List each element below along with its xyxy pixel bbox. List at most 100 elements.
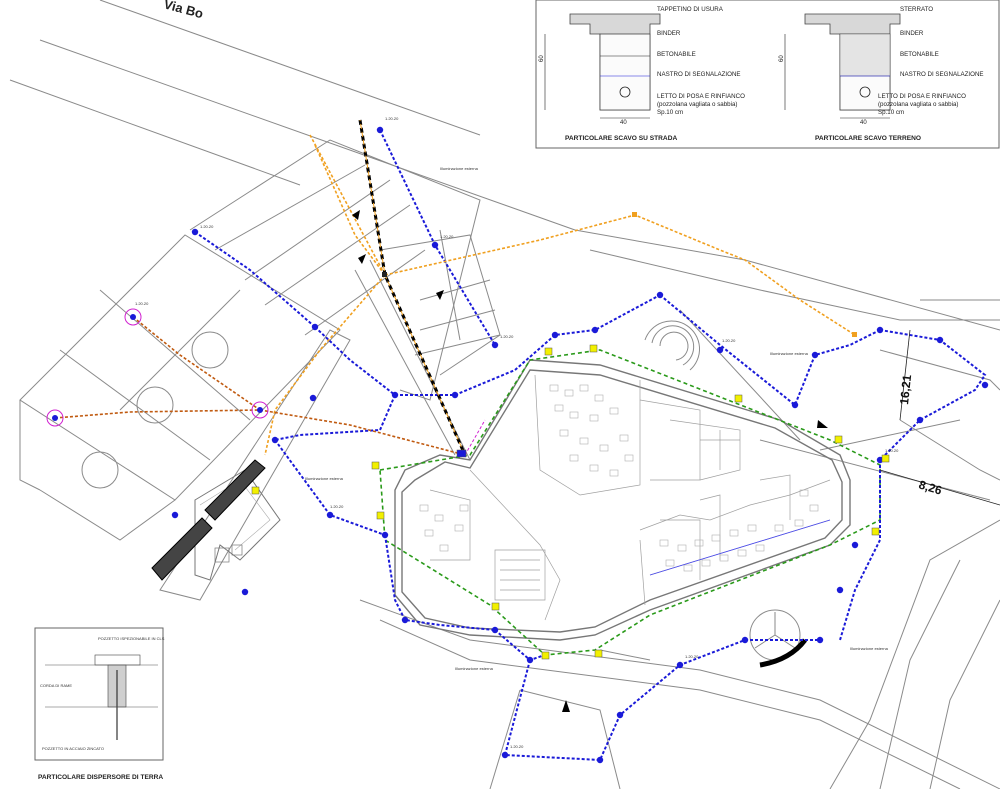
earth-detail-title: PARTICOLARE DISPERSORE DI TERRA: [38, 774, 163, 781]
horizontal-measure: 8,26: [917, 477, 944, 497]
junction-box-icon: [376, 511, 385, 520]
pole-icon: [391, 391, 399, 399]
pole-icon: [376, 126, 384, 134]
pole-icon: [431, 241, 439, 249]
pole-icon: [876, 326, 884, 334]
junction-box-icon: [544, 347, 553, 356]
pole-icon: [381, 531, 389, 539]
road-label-4: LETTO DI POSA E RINFIANCO: [657, 93, 745, 100]
pole-icon: [981, 381, 989, 389]
junction-box-icon: [734, 394, 743, 403]
junction-box-icon: [541, 651, 550, 660]
pole-icon: [876, 456, 884, 464]
pole-icon: [616, 711, 624, 719]
pole-icon: [591, 326, 599, 334]
pole-icon: [130, 314, 136, 320]
road-label-6: Sp.10 cm: [657, 109, 683, 116]
pole-icon: [309, 394, 317, 402]
junction-box-icon: [491, 602, 500, 611]
pole-icon: [257, 407, 263, 413]
pole-icon: [526, 656, 534, 664]
road-label-5: (pozzolana vagliata o sabbia): [657, 101, 738, 108]
pole-label: 1.20.20: [200, 224, 214, 229]
pole-caption: Illuminazione esterna: [440, 166, 479, 171]
light-poles: [171, 126, 989, 764]
earth-label-0: POZZETTO ISPEZIONABILE IN CLS: [98, 636, 165, 641]
pole-label: 1.20.20: [722, 338, 736, 343]
junction-box-icon: [834, 435, 843, 444]
arrow-icon: [436, 290, 444, 300]
junction-box-icon: [371, 461, 380, 470]
pole-icon: [551, 331, 559, 339]
road-detail-title: PARTICOLARE SCAVO SU STRADA: [565, 135, 677, 142]
building-interior: [429, 374, 831, 621]
pole-icon: [811, 351, 819, 359]
black-curb: [759, 638, 807, 668]
pole-icon: [936, 336, 944, 344]
arrow-icon: [817, 420, 828, 428]
ground-label-2: BETONABILE: [900, 51, 939, 58]
pole-icon: [401, 616, 409, 624]
ground-label-1: BINDER: [900, 30, 924, 37]
earth-label-1: CORDA DI RAME: [40, 683, 72, 688]
pole-caption: Illuminazione esterna: [305, 476, 344, 481]
orange-nodes: [382, 212, 857, 337]
pole-label: 1.20.20: [510, 744, 524, 749]
arrow-icon: [352, 210, 360, 220]
pole-icon: [656, 291, 664, 299]
road-label-2: BETONABILE: [657, 51, 696, 58]
dark-block: [204, 459, 266, 521]
junction-box-icon: [871, 527, 880, 536]
depth-dim: 60: [539, 55, 545, 62]
sports-field-poles: [46, 308, 269, 427]
pole-label: 1.20.20: [385, 116, 399, 121]
pole-label: 1.20.20: [440, 234, 454, 239]
ground-label-4: LETTO DI POSA E RINFIANCO: [878, 93, 966, 100]
pole-icon: [501, 751, 509, 759]
road-trench-detail: 60 40 TAPPETINO DI USURA BINDER BETONABI…: [539, 6, 745, 142]
ground-label-6: Sp.10 cm: [878, 109, 904, 116]
pole-label: 1.20.20: [685, 654, 699, 659]
pole-icon: [916, 416, 924, 424]
road-label-1: BINDER: [657, 30, 681, 37]
green-cable-route: [379, 349, 881, 656]
pole-label: 1.20.20: [135, 301, 149, 306]
direction-arrows: [352, 210, 828, 712]
orange-cable-routes: [264, 134, 856, 456]
junction-boxes: [251, 344, 890, 660]
pole-icon: [271, 436, 279, 444]
ground-label-3: NASTRO DI SEGNALAZIONE: [900, 71, 984, 78]
vertical-measure: 16,21: [897, 374, 914, 406]
pole-icon: [491, 626, 499, 634]
pole-icon: [311, 323, 319, 331]
pole-caption: Illuminazione esterna: [770, 351, 809, 356]
arrow-icon: [562, 700, 570, 712]
pole-icon: [191, 228, 199, 236]
ground-detail-title: PARTICOLARE SCAVO TERRENO: [815, 135, 921, 142]
ground-label-0: STERRATO: [900, 6, 933, 13]
ground-label-5: (pozzolana vagliata o sabbia): [878, 101, 959, 108]
earth-electrode-detail: POZZETTO ISPEZIONABILE IN CLS CORDA DI R…: [34, 627, 165, 781]
dark-block: [151, 517, 213, 581]
pole-label: 1.20.20: [500, 334, 514, 339]
pole-icon: [491, 341, 499, 349]
building-blue-line: [649, 519, 831, 576]
road-label-0: TAPPETINO DI USURA: [657, 6, 724, 13]
depth-dim: 60: [779, 55, 785, 62]
pole-label: 1.20.20: [885, 448, 899, 453]
width-dim: 40: [860, 120, 867, 126]
furniture: [419, 384, 819, 572]
pole-icon: [326, 511, 334, 519]
arrow-icon: [358, 254, 366, 264]
earth-label-2: POZZETTO IN ACCIAIO ZINCATO: [42, 746, 104, 751]
magenta-route: [464, 419, 486, 456]
pole-annotations: 1.20.20 1.20.20 1.20.20 1.20.20 1.20.20 …: [135, 116, 899, 749]
junction-box-icon: [881, 454, 890, 463]
pole-icon: [816, 636, 824, 644]
pole-icon: [851, 541, 859, 549]
junction-box-icon: [589, 344, 598, 353]
street-name: Via Bo: [162, 0, 205, 21]
brown-cable-routes: [54, 316, 466, 456]
pole-icon: [676, 661, 684, 669]
